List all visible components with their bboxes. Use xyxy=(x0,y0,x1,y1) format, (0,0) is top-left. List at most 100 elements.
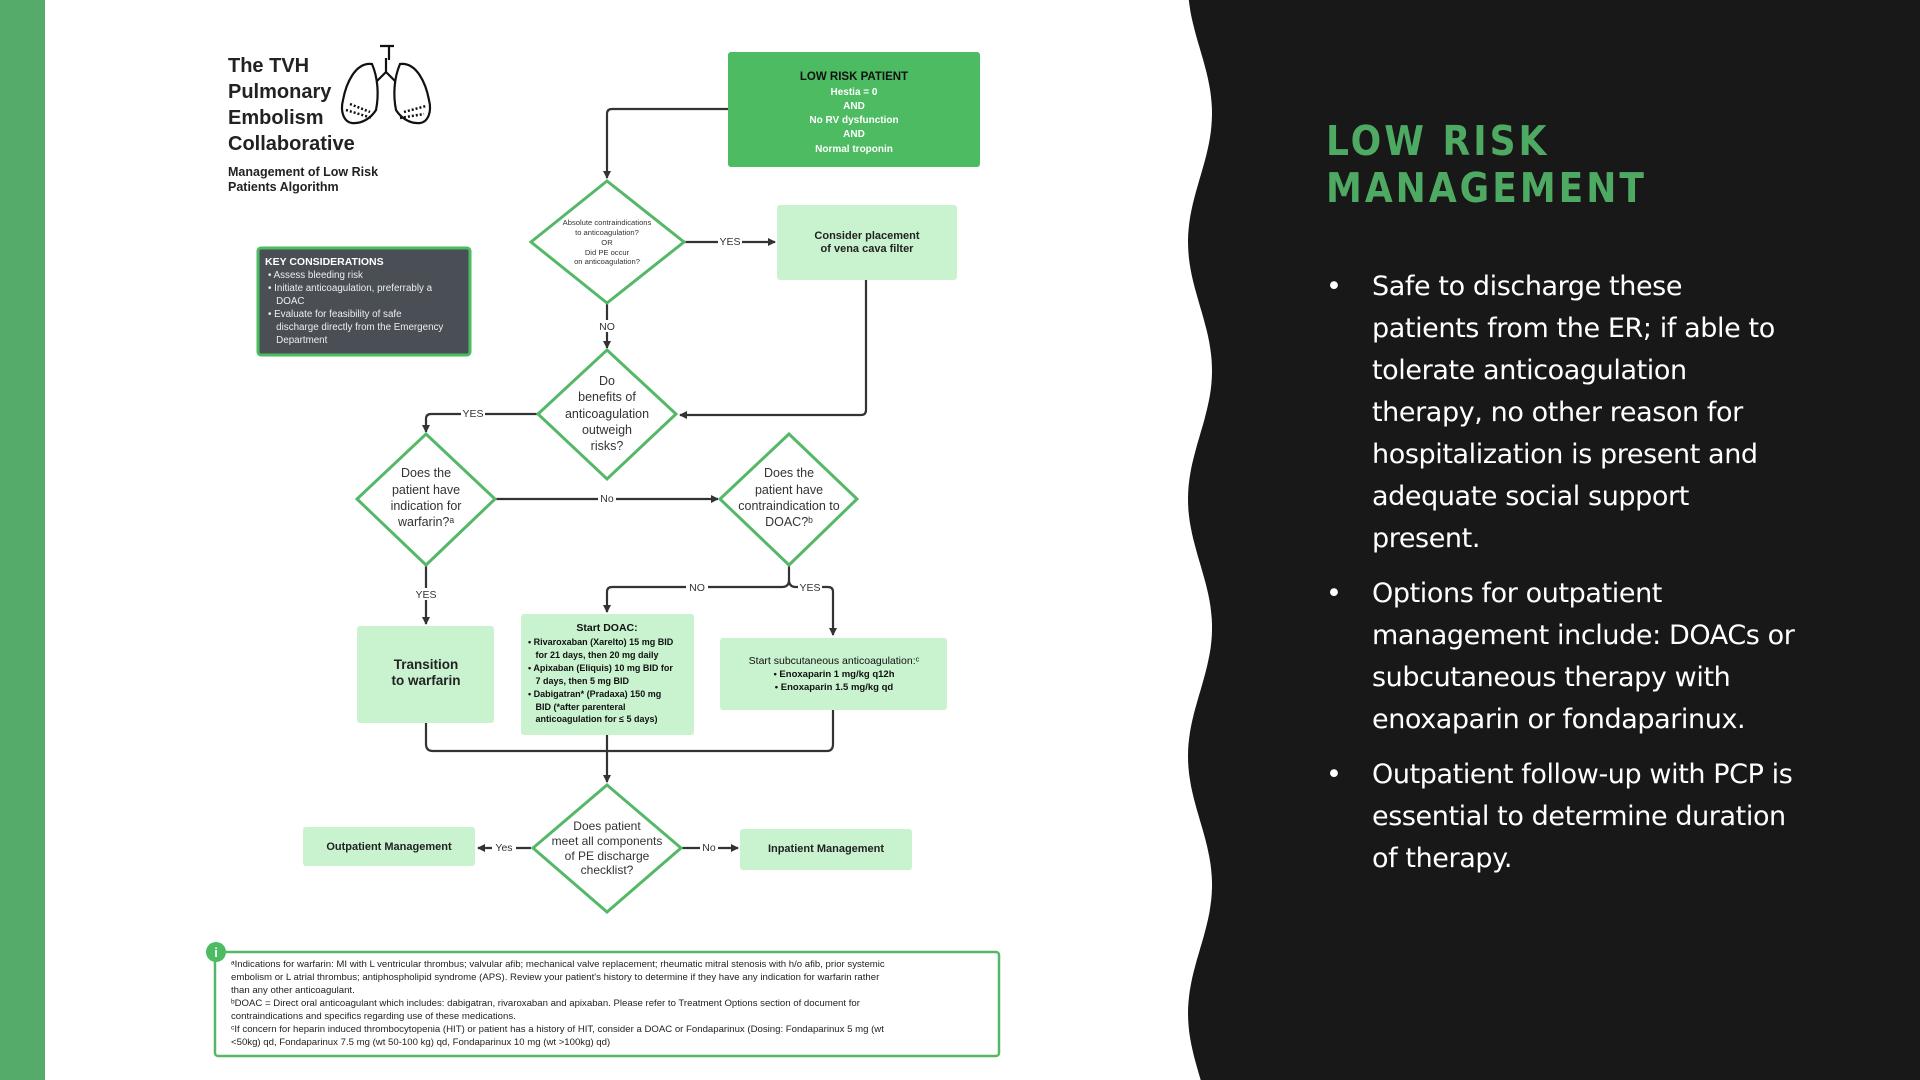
inpatient-label: Inpatient Management xyxy=(768,843,884,855)
subcut-line: • Enoxaparin 1 mg/kg q12h xyxy=(773,669,894,680)
org-title-line: Collaborative xyxy=(228,133,355,155)
edge-label-yes: Yes xyxy=(495,842,512,854)
diamond-text-line: risks? xyxy=(591,439,624,453)
key-considerations-line: DOAC xyxy=(268,296,304,307)
discharge-checklist-diamond: Does patient meet all components of PE d… xyxy=(530,783,684,914)
footnote-line: embolism or L atrial thrombus; antiphosp… xyxy=(231,972,880,983)
diamond-text-line: Does the xyxy=(764,466,814,480)
diamond-text-line: benefits of xyxy=(578,390,636,404)
key-considerations-box: KEY CONSIDERATIONS • Assess bleeding ris… xyxy=(256,246,472,357)
key-considerations-line: • Evaluate for feasibility of safe xyxy=(268,309,402,320)
key-considerations-line: • Assess bleeding risk xyxy=(268,270,363,281)
inpatient-management-box: Inpatient Management xyxy=(740,829,912,870)
org-title: The TVH Pulmonary Embolism Collaborative xyxy=(228,55,355,155)
transition-to-warfarin-box: Transition to warfarin xyxy=(357,626,494,723)
info-icon-glyph: i xyxy=(214,945,218,960)
key-considerations-line: discharge directly from the Emergency xyxy=(268,322,443,333)
vena-cava-line: of vena cava filter xyxy=(821,243,915,255)
footnote-line: ᵃIndications for warfarin: MI with L ven… xyxy=(231,959,885,970)
org-title-line: The TVH xyxy=(228,55,309,77)
right-title: LOW RISK MANAGEMENT xyxy=(1326,118,1647,213)
edge-labels: YES NO YES No YES NO YES Yes No xyxy=(414,235,822,854)
org-title-line: Pulmonary xyxy=(228,81,332,103)
subtitle-line: Management of Low Risk xyxy=(228,165,378,179)
start-doac-box: Start DOAC: • Rivaroxaban (Xarelto) 15 m… xyxy=(521,614,694,735)
left-accent-bar xyxy=(0,0,45,1080)
low-risk-line: AND xyxy=(843,101,865,112)
bullet-item: • Safe to discharge these patients from t… xyxy=(1326,266,1796,560)
footnote-line: ᶜIf concern for heparin induced thromboc… xyxy=(231,1024,884,1035)
footnote-line: <50kg) qd, Fondaparinux 7.5 mg (wt 50-10… xyxy=(231,1037,610,1048)
footnote-line: ᵇDOAC = Direct oral anticoagulant which … xyxy=(231,998,861,1009)
diamond-text-line: checklist? xyxy=(581,863,634,877)
start-doac-line: for 21 days, then 20 mg daily xyxy=(528,650,659,660)
diamond-text-line: OR xyxy=(601,238,613,247)
diamond-text-line: patient have xyxy=(755,483,823,497)
edge-label-no: NO xyxy=(689,582,705,594)
info-icon: i xyxy=(206,942,226,962)
outpatient-label: Outpatient Management xyxy=(326,841,452,853)
diamond-text-line: anticoagulation xyxy=(565,407,649,421)
diamond-text-line: indication for xyxy=(391,499,462,513)
bullet-text: Safe to discharge these patients from th… xyxy=(1372,271,1775,554)
warfarin-diamond: Does the patient have indication for war… xyxy=(354,431,498,568)
footnote-line: than any other anticoagulant. xyxy=(231,985,355,996)
transition-line: Transition xyxy=(394,657,459,672)
diamond-text-line: Did PE occur xyxy=(585,248,630,257)
diamond-text-line: Absolute contraindications xyxy=(563,218,652,227)
key-considerations-title: KEY CONSIDERATIONS xyxy=(265,256,384,268)
outpatient-management-box: Outpatient Management xyxy=(303,827,475,866)
low-risk-line: AND xyxy=(843,129,865,140)
diamond-text-line: Do xyxy=(599,374,615,388)
bullet-text: Options for outpatient management includ… xyxy=(1372,578,1795,735)
edge-label-yes: YES xyxy=(799,582,820,594)
start-doac-line: 7 days, then 5 mg BID xyxy=(528,676,630,686)
subcutaneous-box: Start subcutaneous anticoagulation:ᶜ • E… xyxy=(720,638,947,710)
transition-line: to warfarin xyxy=(391,673,460,688)
diamond-text-line: on anticoagulation? xyxy=(574,257,640,266)
start-doac-line: anticoagulation for ≤ 5 days) xyxy=(528,714,657,724)
low-risk-line: Hestia = 0 xyxy=(831,87,878,98)
subcut-title: Start subcutaneous anticoagulation:ᶜ xyxy=(749,655,920,667)
bullet-text: Outpatient follow-up with PCP is essenti… xyxy=(1372,759,1793,874)
diamond-text-line: outweigh xyxy=(582,423,632,437)
edge-label-yes: YES xyxy=(462,408,483,420)
low-risk-patient-box: LOW RISK PATIENT Hestia = 0 AND No RV dy… xyxy=(728,52,980,167)
vena-cava-box: Consider placement of vena cava filter xyxy=(777,205,957,280)
bullet-item: • Outpatient follow-up with PCP is essent… xyxy=(1326,754,1796,880)
contraindication-diamond: Absolute contraindications to anticoagul… xyxy=(528,179,687,305)
diamond-text-line: meet all components xyxy=(552,834,663,848)
low-risk-line: No RV dysfunction xyxy=(809,115,898,126)
diamond-text-line: of PE discharge xyxy=(565,849,650,863)
bullet-symbol: • xyxy=(1326,759,1342,790)
diamond-text-line: Does patient xyxy=(573,819,641,833)
diamond-text-line: contraindication to xyxy=(738,499,840,513)
start-doac-line: • Dabigatran* (Pradaxa) 150 mg xyxy=(528,689,661,699)
edge-label-no: No xyxy=(600,493,614,505)
key-considerations-line: • Initiate anticoagulation, preferrably … xyxy=(268,283,433,294)
footnotes-box: i ᵃIndications for warfarin: MI with L v… xyxy=(206,942,1001,1058)
org-title-line: Embolism xyxy=(228,107,324,129)
bullet-symbol: • xyxy=(1326,578,1342,609)
low-risk-title: LOW RISK PATIENT xyxy=(800,71,908,83)
diamond-text-line: to anticoagulation? xyxy=(575,228,639,237)
start-doac-line: BID (*after parenteral xyxy=(528,702,626,712)
low-risk-line: Normal troponin xyxy=(815,144,893,155)
edge-label-yes: YES xyxy=(719,236,740,248)
bullet-symbol: • xyxy=(1326,271,1342,302)
footnote-line: contraindications and specifics regardin… xyxy=(231,1011,516,1022)
diamond-text-line: patient have xyxy=(392,483,460,497)
bullet-list: • Safe to discharge these patients from t… xyxy=(1326,266,1796,893)
subcut-line: • Enoxaparin 1.5 mg/kg qd xyxy=(775,682,894,693)
edge-label-yes: YES xyxy=(415,589,436,601)
start-doac-line: • Apixaban (Eliquis) 10 mg BID for xyxy=(528,663,673,673)
benefits-diamond: Do benefits of anticoagulation outweigh … xyxy=(535,347,679,482)
diamond-text-line: Does the xyxy=(401,466,451,480)
bullet-item: • Options for outpatient management inclu… xyxy=(1326,573,1796,741)
key-considerations-line: Department xyxy=(268,335,328,346)
vena-cava-line: Consider placement xyxy=(814,230,919,242)
start-doac-line: • Rivaroxaban (Xarelto) 15 mg BID xyxy=(528,637,674,647)
